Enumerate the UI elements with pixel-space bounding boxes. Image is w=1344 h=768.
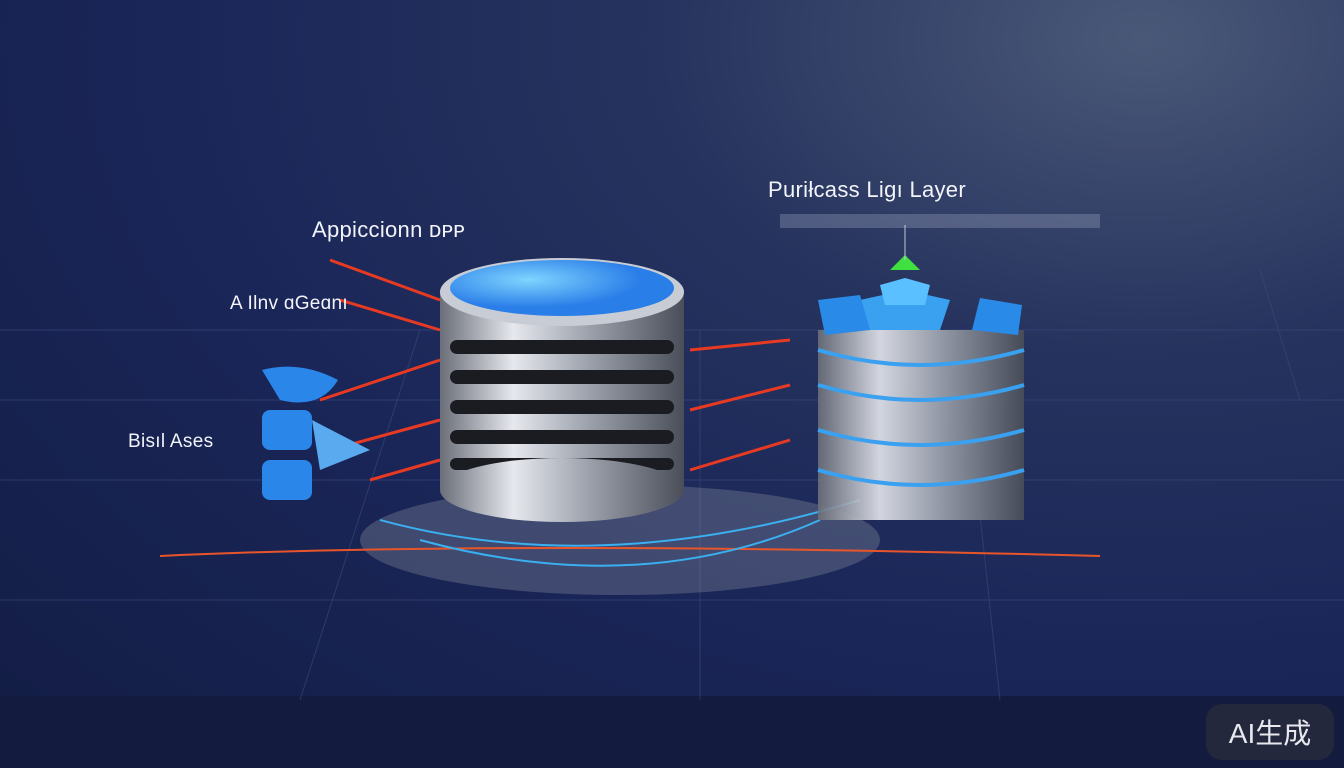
label-gateway: A Ilnv ɑGeɑnı — [230, 293, 348, 314]
flow-lines — [159, 499, 1101, 567]
red-arrows — [319, 258, 791, 482]
label-base: Bisıl Ases — [128, 431, 214, 452]
label-top-layer: Puriłcass Ligı Layer — [768, 177, 966, 202]
blue-shapes-icon — [262, 366, 370, 500]
title-underline — [780, 214, 1100, 228]
ai-generated-badge: AI生成 — [1206, 704, 1334, 760]
label-application: Appicciоnn ᴅᴘᴩ — [312, 217, 465, 242]
layered-stack-icon — [817, 225, 1025, 520]
floor-band — [0, 696, 1344, 768]
database-cylinder-icon — [440, 258, 684, 522]
